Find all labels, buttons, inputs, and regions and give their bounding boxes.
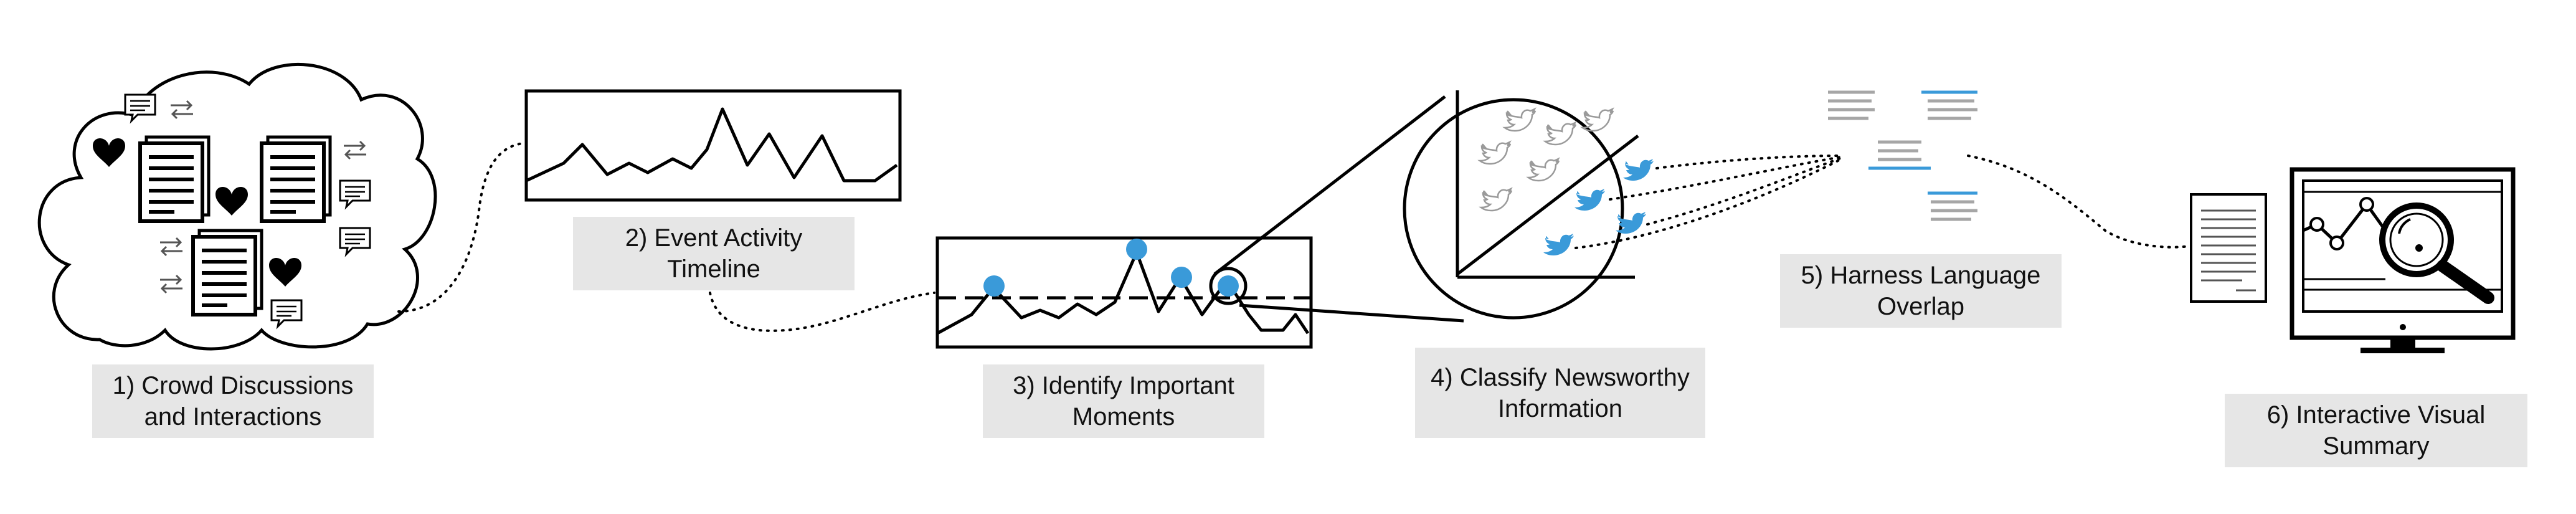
language-overlap-lines	[1828, 90, 1977, 221]
zoom-line	[1213, 95, 1446, 275]
stage-label-line: 4) Classify Newsworthy	[1431, 363, 1690, 391]
stage-label-line: 5) Harness Language	[1801, 262, 2041, 289]
highlight-point	[1126, 239, 1147, 260]
magnifier-icon	[2379, 202, 2494, 304]
stage-label-line: Timeline	[667, 255, 760, 283]
document-icon	[193, 231, 262, 315]
stage-label-line: and Interactions	[144, 403, 322, 431]
stage-label-line: Overlap	[1877, 293, 1965, 320]
event-activity-timeline	[524, 89, 902, 202]
highlight-point	[983, 275, 1005, 297]
stage-label-line: Summary	[2323, 432, 2430, 460]
stage-label-line: Information	[1497, 394, 1623, 422]
stage-label-line: 1) Crowd Discussions	[112, 372, 354, 399]
highlight-point	[1171, 267, 1192, 288]
document-icon	[140, 137, 209, 221]
twitter-bird-icon	[1623, 159, 1654, 181]
zoom-line	[1239, 303, 1464, 323]
connector-4-5	[1574, 155, 1842, 249]
important-moments-chart	[935, 236, 1313, 349]
stage-label-line: 3) Identify Important	[1013, 372, 1234, 399]
connector-5-6	[1967, 155, 2190, 249]
stage-label-line: 2) Event Activity	[625, 224, 803, 252]
connector-1-2	[397, 142, 524, 313]
stage-label-visual-summary: 6) Interactive Visual Summary	[2225, 394, 2527, 467]
stage-label-line: Moments	[1072, 403, 1175, 431]
stage-label-language-overlap: 5) Harness Language Overlap	[1780, 254, 2062, 328]
twitter-bird-icon	[1581, 108, 1614, 132]
summary-document	[2190, 193, 2267, 303]
selected-moment-ring	[1209, 267, 1248, 305]
crowd-discussions-cloud	[37, 62, 437, 351]
highlight-point	[1218, 275, 1239, 297]
stage-label-important-moments: 3) Identify Important Moments	[983, 364, 1264, 438]
stage-label-line: 6) Interactive Visual	[2266, 401, 2486, 429]
stage-label-event-timeline: 2) Event Activity Timeline	[573, 217, 855, 290]
stage-label-crowd-discussions: 1) Crowd Discussions and Interactions	[92, 364, 374, 438]
document-icon	[262, 137, 330, 221]
newsworthy-classifier	[1403, 90, 1654, 320]
stage-label-newsworthy-information: 4) Classify Newsworthy Information	[1415, 348, 1705, 438]
connector-2-3	[709, 292, 935, 332]
